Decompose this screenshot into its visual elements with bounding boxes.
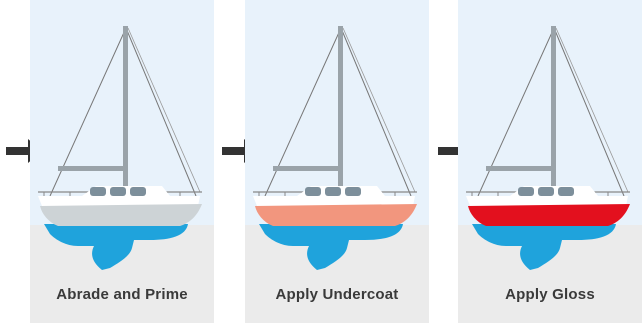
sailboat-illustration-2: [245, 0, 429, 323]
boom: [273, 166, 343, 171]
step-label: Apply Gloss: [505, 286, 595, 303]
keel: [259, 224, 403, 270]
sailboat-illustration-1: [30, 0, 214, 323]
mast: [123, 26, 128, 196]
step-label: Apply Undercoat: [275, 286, 399, 303]
porthole: [345, 187, 361, 196]
deck: [253, 196, 415, 206]
boom: [58, 166, 128, 171]
backstay: [553, 27, 625, 197]
mast: [338, 26, 343, 196]
porthole: [558, 187, 574, 196]
mast: [551, 26, 556, 196]
porthole: [130, 187, 146, 196]
step-label: Abrade and Prime: [56, 286, 188, 303]
sailboat-illustration-3: [458, 0, 642, 323]
hull-coat: [468, 204, 630, 226]
porthole: [538, 187, 554, 196]
hull-coat: [40, 204, 202, 226]
porthole: [518, 187, 534, 196]
hull-coat: [255, 204, 417, 226]
step-panel-3: Apply Gloss: [458, 0, 642, 323]
porthole: [305, 187, 321, 196]
porthole: [110, 187, 126, 196]
step-panel-2: Apply Undercoat: [245, 0, 429, 323]
boom: [486, 166, 556, 171]
porthole: [325, 187, 341, 196]
deck: [466, 196, 628, 206]
keel: [44, 224, 188, 270]
step-panel-1: Abrade and Prime: [30, 0, 214, 323]
keel: [472, 224, 616, 270]
deck: [38, 196, 200, 206]
backstay: [340, 27, 412, 197]
backstay: [125, 27, 197, 197]
porthole: [90, 187, 106, 196]
